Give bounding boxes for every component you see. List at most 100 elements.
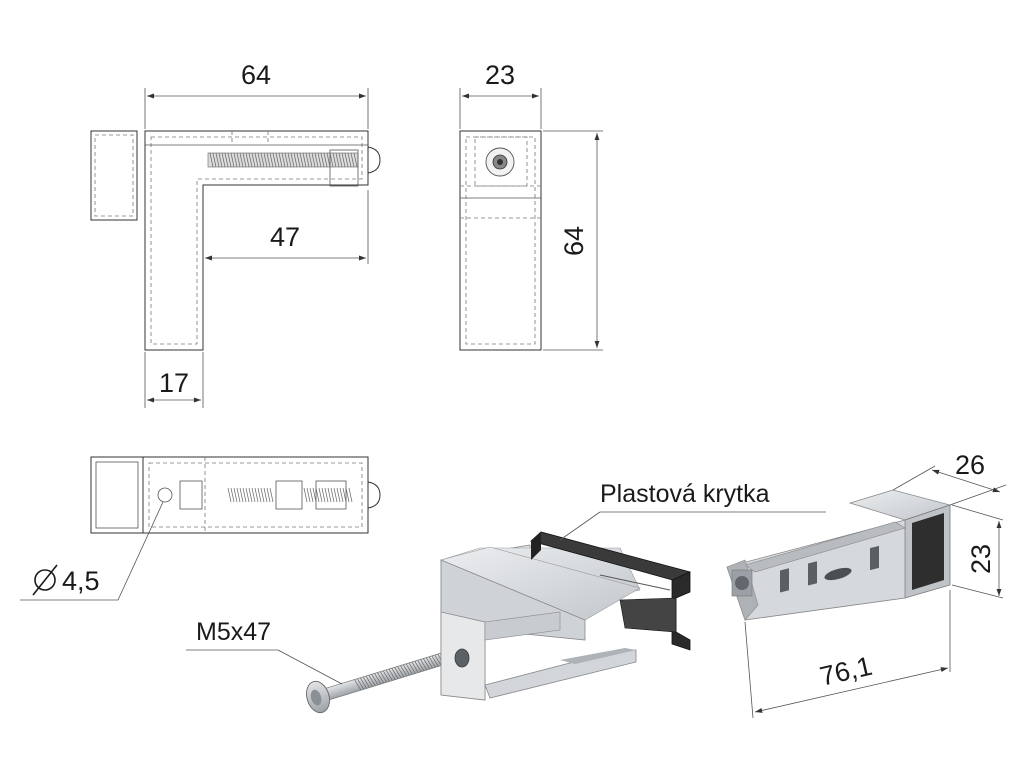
thread-line xyxy=(405,663,413,675)
thread-line xyxy=(290,152,295,168)
diameter-icon xyxy=(32,564,58,596)
thread-line xyxy=(333,487,338,503)
thread-line xyxy=(242,152,247,168)
thread-line xyxy=(315,487,320,503)
thread-line xyxy=(303,487,308,503)
thread-line xyxy=(296,152,301,168)
thread-line xyxy=(332,152,337,168)
thread-line xyxy=(233,152,238,168)
thread-line xyxy=(374,673,382,685)
thread-line xyxy=(269,152,274,168)
thread-line xyxy=(233,487,238,503)
thread-line xyxy=(365,675,373,687)
thread-line xyxy=(275,152,280,168)
thread-line xyxy=(388,668,396,680)
thread-line xyxy=(209,152,214,168)
thread-line xyxy=(239,152,244,168)
thread-line xyxy=(321,487,326,503)
thread-line xyxy=(317,152,322,168)
screw-part: M5x47 xyxy=(186,618,452,714)
thread-line xyxy=(305,152,310,168)
thread-line xyxy=(314,152,319,168)
thread-line xyxy=(330,487,335,503)
profile-part: 26 23 76,1 xyxy=(726,450,1007,719)
front-view: 64 47 17 xyxy=(90,60,381,408)
thread-line xyxy=(284,152,289,168)
thread-line xyxy=(293,152,298,168)
thread-line xyxy=(353,152,358,168)
thread-line xyxy=(391,667,399,679)
side-view: 23 64 xyxy=(459,60,603,351)
thread-line xyxy=(344,152,349,168)
thread-line xyxy=(341,152,346,168)
thread-line xyxy=(425,657,433,669)
top-view: 4,5 xyxy=(20,456,381,601)
thread-line xyxy=(278,152,283,168)
thread-line xyxy=(400,665,408,677)
thread-line xyxy=(434,654,442,666)
thread-line xyxy=(329,152,334,168)
thread-line xyxy=(260,487,265,503)
dim-part-height: 23 xyxy=(966,544,996,574)
thread-line xyxy=(348,487,353,503)
thread-line xyxy=(269,487,274,503)
thread-line xyxy=(230,487,235,503)
label-cover: Plastová krytka xyxy=(600,480,770,508)
thread-line xyxy=(236,152,241,168)
thread-line xyxy=(350,152,355,168)
thread-line xyxy=(312,487,317,503)
thread-line xyxy=(236,487,241,503)
thread-line xyxy=(302,152,307,168)
thread-line xyxy=(272,152,277,168)
thread-line xyxy=(377,672,385,684)
thread-line xyxy=(402,664,410,676)
bracket-part xyxy=(440,544,641,701)
thread-line xyxy=(230,152,235,168)
thread-line xyxy=(263,152,268,168)
thread-line xyxy=(362,676,370,688)
thread-line xyxy=(324,487,329,503)
thread-line xyxy=(397,666,405,678)
thread-line xyxy=(368,675,376,686)
thread-line xyxy=(251,487,256,503)
thread-line xyxy=(245,487,250,503)
thread-line xyxy=(323,152,328,168)
thread-line xyxy=(394,667,402,679)
thread-line xyxy=(357,678,365,690)
thread-line xyxy=(266,487,271,503)
thread-line xyxy=(320,152,325,168)
thread-line xyxy=(354,679,362,691)
dim-leg-width: 17 xyxy=(159,368,189,398)
thread-line xyxy=(308,152,313,168)
thread-line xyxy=(248,487,253,503)
thread-line xyxy=(327,487,332,503)
thread-line xyxy=(306,487,311,503)
thread-line xyxy=(242,487,247,503)
thread-line xyxy=(260,152,265,168)
thread-line xyxy=(347,152,352,168)
thread-line xyxy=(371,674,379,686)
thread-line xyxy=(345,487,350,503)
thread-line xyxy=(311,152,316,168)
thread-line xyxy=(385,669,393,681)
thread-line xyxy=(382,670,390,682)
thread-line xyxy=(326,152,331,168)
thread-line xyxy=(251,152,256,168)
thread-line xyxy=(359,677,367,689)
label-screw: M5x47 xyxy=(196,618,271,646)
plastic-cover: Plastová krytka xyxy=(530,480,826,651)
thread-line xyxy=(335,152,340,168)
thread-line xyxy=(224,152,229,168)
thread-line xyxy=(342,487,347,503)
thread-line xyxy=(380,671,387,683)
thread-line xyxy=(254,152,259,168)
screw-thread xyxy=(209,152,358,168)
dim-side-width: 23 xyxy=(485,60,515,90)
thread-line xyxy=(254,487,259,503)
thread-line xyxy=(257,152,262,168)
thread-line xyxy=(339,487,344,503)
thread-line xyxy=(257,487,262,503)
thread-line xyxy=(245,152,250,168)
thread-line xyxy=(336,487,341,503)
thread-line xyxy=(221,152,226,168)
